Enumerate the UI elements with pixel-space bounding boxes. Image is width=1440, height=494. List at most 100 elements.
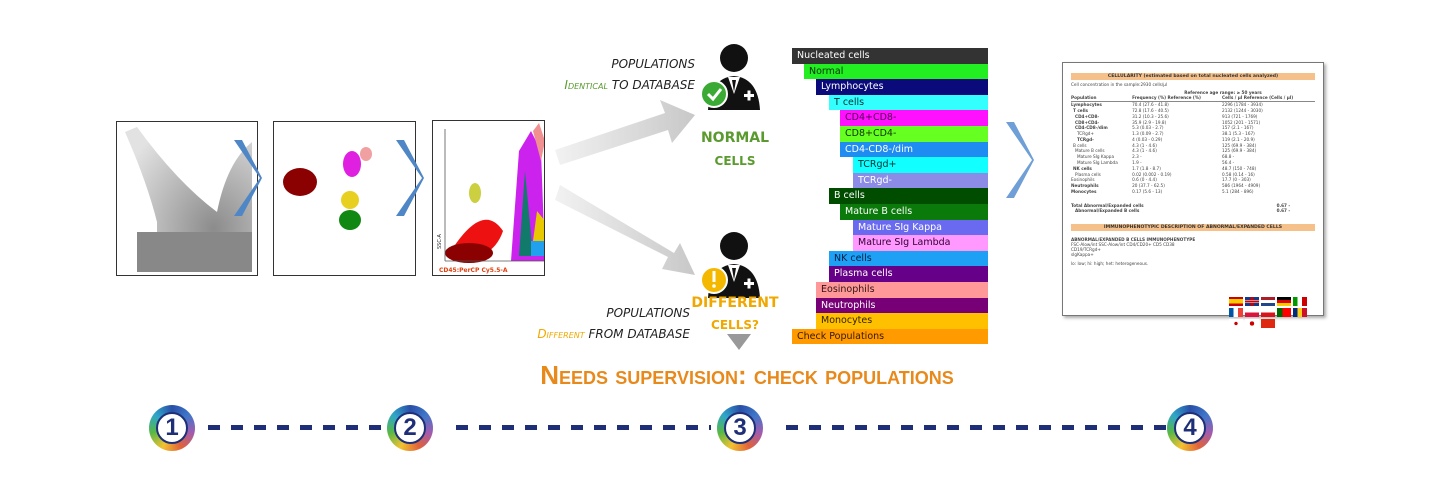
tree-node[interactable]: TCRgd- <box>853 172 988 189</box>
flag-kr-icon[interactable] <box>1229 319 1243 328</box>
different-cells-label: Different cells? <box>690 292 780 336</box>
tree-node[interactable]: T cells <box>829 94 988 111</box>
table-cell: 20 (37.7 - 62.5) <box>1132 183 1165 189</box>
section-title: IMMUNOPHENOTYPIC DESCRIPTION OF ABNORMAL… <box>1071 223 1315 231</box>
step-connector <box>208 425 386 430</box>
chevron-right-icon <box>234 140 262 216</box>
tree-node[interactable]: Check Populations <box>792 328 988 345</box>
tree-node[interactable]: Mature SIg Kappa <box>853 219 988 236</box>
gated-plot: SSC-A CD45:PerCP Cy5.5-A <box>432 120 545 276</box>
total-value: 0.67 - <box>1276 208 1291 214</box>
different-populations-text: Populations Different from database <box>450 303 690 345</box>
cells-question-label: cells? <box>711 318 759 332</box>
report-title: CELLULARITY (estimated based on total nu… <box>1071 73 1315 80</box>
flag-cn-icon[interactable] <box>1261 319 1275 328</box>
table-cell: Mature SIg Kappa <box>1077 154 1115 160</box>
table-cell: 2132 (1244 - 3030) <box>1222 107 1263 113</box>
tree-node[interactable]: Normal <box>804 63 988 80</box>
tree-node[interactable]: CD4+CD8- <box>840 110 988 126</box>
table-cell: TCRgd- <box>1077 136 1094 142</box>
table-cell: 1.7 (1.8 - 8.7) <box>1132 165 1161 171</box>
step-3-badge: 3 <box>717 405 763 451</box>
flag-cz-icon[interactable] <box>1261 308 1275 317</box>
table-cell: 70.4 (27.6 - 41.8) <box>1132 102 1169 108</box>
table-cell: B cells <box>1073 142 1087 148</box>
step-number: 4 <box>1174 412 1206 444</box>
table-cell: 1.9 - <box>1132 159 1142 165</box>
tree-node[interactable]: NK cells <box>829 250 988 267</box>
table-cell: 4.3 (1 - 4.6) <box>1132 142 1157 148</box>
branch-arrows <box>555 100 695 275</box>
desc-line: lo: low; hi: high; het: heterogeneous. <box>1071 260 1149 266</box>
normal-label: Normal <box>700 130 770 146</box>
tree-node[interactable]: Eosinophils <box>816 281 988 298</box>
table-row: TCRgd-4 (0.03 - 0.29)119 (2.1 - 20.9) <box>1071 136 1315 142</box>
report-document: CELLULARITY (estimated based on total nu… <box>1062 62 1324 328</box>
reference-range: Reference age range: ≥ 50 years <box>1184 90 1262 95</box>
tree-node[interactable]: Neutrophils <box>816 297 988 314</box>
raw-density-plot <box>116 121 258 276</box>
tree-node[interactable]: TCRgd+ <box>853 157 988 173</box>
table-cell: 31.2 (10.3 - 25.6) <box>1132 113 1169 119</box>
tree-node[interactable]: B cells <box>829 188 988 204</box>
tree-node[interactable]: Lymphocytes <box>816 79 988 95</box>
tree-node[interactable]: Monocytes <box>816 313 988 329</box>
flag-pl-icon[interactable] <box>1245 308 1259 317</box>
flag-es-icon[interactable] <box>1229 297 1243 306</box>
table-cell: Lymphocytes <box>1071 102 1102 108</box>
table-cell: 4 (0.03 - 0.29) <box>1132 136 1163 142</box>
flag-it-icon[interactable] <box>1293 297 1307 306</box>
table-cell: CD4-CD8-/dim <box>1075 125 1108 131</box>
tree-node[interactable]: CD4-CD8-/dim <box>840 141 988 158</box>
table-cell: 0.02 (0.002 - 0.19) <box>1132 171 1172 177</box>
cells-label: cells <box>714 154 756 168</box>
tree-node[interactable]: Nucleated cells <box>792 48 988 64</box>
language-flags[interactable] <box>1229 297 1325 328</box>
flag-de-icon[interactable] <box>1277 297 1291 306</box>
identical-label: Identical <box>564 78 608 92</box>
flag-nl-icon[interactable] <box>1261 297 1275 306</box>
cluster-graphic <box>283 147 372 230</box>
table-cell: 0.58 (0.14 - 16) <box>1222 171 1255 177</box>
step-number: 1 <box>156 412 188 444</box>
table-cell: 0.17 (5.6 - 13) <box>1132 188 1163 194</box>
arrow-up-right-icon <box>555 100 695 165</box>
step-number: 3 <box>724 412 756 444</box>
table-cell: 1.3 (0.09 - 2.7) <box>1132 131 1164 137</box>
table-cell: Eosinophils <box>1071 177 1095 183</box>
table-cell: Mature SIg Lambda <box>1077 159 1118 165</box>
tree-node[interactable]: Mature B cells <box>840 203 988 220</box>
table-cell: 125 (69.9 - 384) <box>1222 148 1257 154</box>
tree-node[interactable]: Plasma cells <box>829 266 988 282</box>
x-axis-label: CD45:PerCP Cy5.5-A <box>439 267 508 274</box>
table-row: TCRgd+1.3 (0.09 - 2.7)38.1 (5.3 - 167) <box>1071 131 1315 137</box>
table-cell: T cells <box>1073 107 1088 113</box>
table-cell: NK cells <box>1073 165 1092 171</box>
table-cell: 48.7 (150 - 748) <box>1222 165 1257 171</box>
step-4-badge: 4 <box>1167 405 1213 451</box>
table-cell: 68.8 - <box>1222 154 1235 160</box>
table-cell: 72.8 (17.6 - 40.5) <box>1132 107 1169 113</box>
desc-line: FSC-Alow/int SSC-Alow/int CD4/CD20+ CD5 … <box>1071 241 1175 247</box>
table-cell: 913 (721 - 1769) <box>1222 113 1258 119</box>
flag-uk-icon[interactable] <box>1245 297 1259 306</box>
table-cell: 5.3 (0.03 - 2.7) <box>1132 125 1164 131</box>
tree-node[interactable]: Mature SIg Lambda <box>853 235 988 251</box>
flag-pt-icon[interactable] <box>1277 308 1291 317</box>
flag-jp-icon[interactable] <box>1245 319 1259 328</box>
total-label: Total Abnormal/Expanded cells <box>1071 202 1144 208</box>
from-database-label: from database <box>588 327 690 341</box>
gated-graphic: SSC-A CD45:PerCP Cy5.5-A <box>437 123 544 274</box>
table-row: T cells 72.8 (17.6 - 40.5) 2132 (1244 - 30… <box>1071 108 1315 114</box>
tree-node[interactable]: CD8+CD4- <box>840 125 988 142</box>
table-row: CD8+CD4-35.9 (2.9 - 19.8)1052 (201 - 157… <box>1071 119 1315 125</box>
flag-fr-icon[interactable] <box>1229 308 1243 317</box>
flag-ro-icon[interactable] <box>1293 308 1307 317</box>
cell-concentration: Cell concentration in the sample:2930 ce… <box>1071 82 1168 87</box>
step-1-badge: 1 <box>149 405 195 451</box>
cluster-plot <box>273 121 416 276</box>
